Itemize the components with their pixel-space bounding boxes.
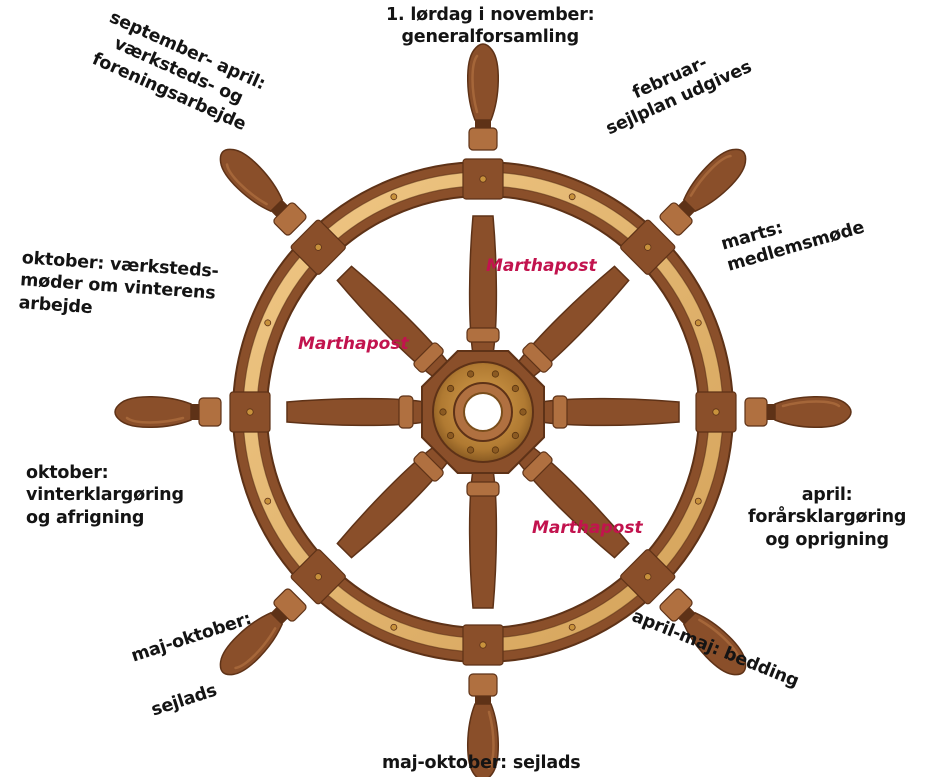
handle-grip <box>212 141 287 216</box>
label-november-general-assembly: 1. lørdag i november: generalforsamling <box>386 4 594 49</box>
spoke-shaft <box>335 264 452 381</box>
spoke-collar <box>467 482 499 496</box>
spoke-5 <box>467 470 499 777</box>
hub-bolt <box>467 371 473 377</box>
rim-pin <box>480 176 486 182</box>
brand-label-lower: Marthapost <box>532 518 643 538</box>
hub-bolt <box>512 385 518 391</box>
rim-pin <box>247 409 253 415</box>
hub-bolt <box>492 371 498 377</box>
spoke-collar <box>467 328 499 342</box>
handle-grip <box>679 141 754 216</box>
hub-bolt <box>520 409 526 415</box>
hub-center-hole <box>464 393 502 431</box>
wheel-hub <box>422 351 544 473</box>
spoke-shaft <box>515 264 632 381</box>
hub-bolt <box>512 432 518 438</box>
hub-bolt <box>440 409 446 415</box>
handle-collar <box>199 398 221 426</box>
spoke-shaft <box>335 444 452 561</box>
brand-label-left: Marthapost <box>298 334 409 354</box>
label-october-workshop-meetings: oktober: værksteds- møder om vinterens a… <box>18 247 219 328</box>
rim-pin <box>713 409 719 415</box>
spoke-shaft <box>515 444 632 561</box>
rim-pin <box>480 642 486 648</box>
hub-bolt <box>467 447 473 453</box>
rim-block-5 <box>463 625 503 665</box>
spoke-collar <box>553 396 567 428</box>
handle-collar <box>745 398 767 426</box>
brand-label-upper: Marthapost <box>486 256 597 276</box>
handle-collar <box>469 128 497 150</box>
rim-block-7 <box>230 392 270 432</box>
spoke-collar <box>399 396 413 428</box>
label-may-october-sailing-bottom: maj-oktober: sejlads <box>382 752 581 774</box>
rim-block-3 <box>696 392 736 432</box>
handle-collar <box>469 674 497 696</box>
hub-bolt <box>492 447 498 453</box>
label-april-spring-preparation: april: forårsklargøring og oprigning <box>748 484 906 551</box>
rim-block-1 <box>463 159 503 199</box>
label-october-winterizing: oktober: vinterklargøring og afrigning <box>26 462 184 529</box>
hub-bolt <box>447 385 453 391</box>
hub-bolt <box>447 432 453 438</box>
